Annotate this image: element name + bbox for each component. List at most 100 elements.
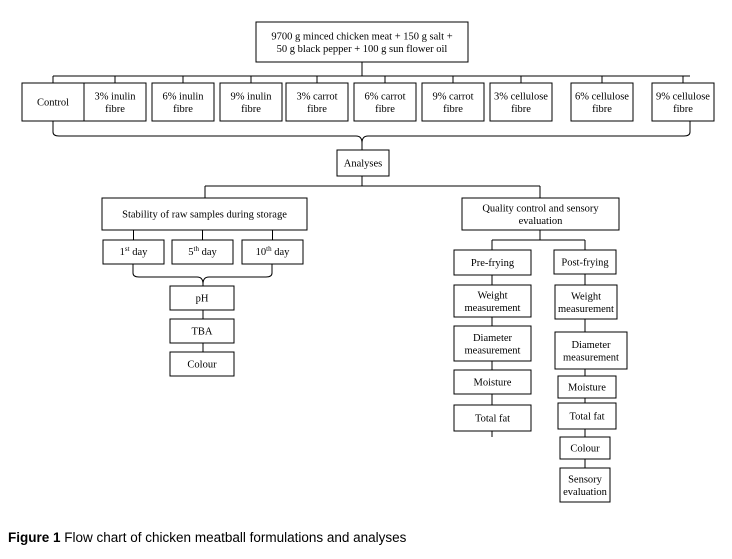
storage-day-box-frame bbox=[241, 239, 304, 265]
post-frying-step-box-text: Total fat bbox=[569, 412, 604, 423]
stability-test-box-frame bbox=[169, 351, 235, 377]
post-frying-step-box-frame bbox=[559, 436, 611, 460]
bracket-connector bbox=[52, 121, 691, 144]
pre-frying-step-box-text: Diameter bbox=[473, 333, 513, 344]
formulation-box-text: 6% inulin bbox=[162, 91, 204, 102]
day-number: 10 bbox=[256, 247, 267, 258]
quality-title-box-text: Quality control and sensory bbox=[482, 203, 599, 214]
post-frying-box: Post-frying bbox=[553, 249, 617, 275]
day-word: day bbox=[130, 247, 149, 258]
post-frying-step-box-text: Diameter bbox=[571, 340, 611, 351]
formulation-box: 9% cellulose fibre bbox=[651, 82, 715, 122]
post-frying-step-box-text: Colour bbox=[570, 444, 600, 455]
post-frying-step-box-frame bbox=[557, 375, 617, 399]
storage-day-label: 10th day bbox=[256, 245, 290, 258]
storage-day-box-frame bbox=[102, 239, 165, 265]
post-frying-step-box-text: Sensory bbox=[568, 474, 603, 485]
formulation-box: 3% carrot fibre bbox=[285, 82, 349, 122]
formulation-box: 3% inulin fibre bbox=[83, 82, 147, 122]
formulation-box-text: fibre bbox=[307, 104, 327, 115]
pre-frying-step-box: Total fat bbox=[453, 404, 532, 432]
storage-day-box-frame bbox=[171, 239, 234, 265]
post-frying-step-box-text: evaluation bbox=[563, 487, 607, 498]
formulation-box: Control bbox=[21, 82, 85, 122]
root-box-frame bbox=[255, 21, 469, 63]
pre-frying-step-box-text: Total fat bbox=[475, 414, 510, 425]
pre-frying-step-box-text: measurement bbox=[465, 345, 521, 356]
formulation-box: 6% inulin fibre bbox=[151, 82, 215, 122]
stability-title-box-frame bbox=[101, 197, 308, 231]
formulation-box-text: fibre bbox=[375, 104, 395, 115]
formulation-box: 9% carrot fibre bbox=[421, 82, 485, 122]
formulation-box-text: 3% inulin bbox=[94, 91, 136, 102]
pre-frying-step-box: Moisture bbox=[453, 369, 532, 395]
day-number: 1 bbox=[120, 247, 125, 258]
quality-title-box-frame bbox=[461, 197, 620, 231]
formulation-box-frame bbox=[570, 82, 634, 122]
formulation-box-text: fibre bbox=[443, 104, 463, 115]
formulation-box-text: fibre bbox=[173, 104, 193, 115]
formulation-box-frame bbox=[651, 82, 715, 122]
stability-test-box: pH bbox=[169, 285, 235, 311]
formulation-box-frame bbox=[83, 82, 147, 122]
post-frying-step-box: Colour bbox=[559, 436, 611, 460]
post-frying-step-box-frame bbox=[559, 467, 611, 503]
post-frying-step-box: Moisture bbox=[557, 375, 617, 399]
post-frying-step-box-text: Moisture bbox=[568, 383, 606, 394]
stability-title-box-text: Stability of raw samples during storage bbox=[122, 210, 287, 221]
post-frying-step-box: Sensory evaluation bbox=[559, 467, 611, 503]
formulation-box-frame bbox=[421, 82, 485, 122]
stability-test-box-frame bbox=[169, 318, 235, 344]
pre-frying-box-frame bbox=[453, 249, 532, 276]
stability-test-box-text: Colour bbox=[187, 360, 217, 371]
pre-frying-step-box-text: measurement bbox=[465, 303, 521, 314]
formulation-box-text: 3% cellulose bbox=[494, 91, 548, 102]
formulation-box-text: fibre bbox=[241, 104, 261, 115]
pre-frying-step-box-frame bbox=[453, 404, 532, 432]
post-frying-step-box-frame bbox=[554, 284, 618, 320]
stability-test-box: TBA bbox=[169, 318, 235, 344]
pre-frying-step-box-frame bbox=[453, 369, 532, 395]
stability-test-box: Colour bbox=[169, 351, 235, 377]
stability-test-box-frame bbox=[169, 285, 235, 311]
stability-test-box-text: pH bbox=[196, 294, 209, 305]
storage-day-label: 1st day bbox=[120, 245, 148, 258]
formulation-box-text: fibre bbox=[592, 104, 612, 115]
formulation-box-text: 9% carrot bbox=[432, 91, 473, 102]
formulation-box-frame bbox=[21, 82, 85, 122]
formulation-box: 3% cellulose fibre bbox=[489, 82, 553, 122]
post-frying-step-box-frame bbox=[557, 402, 617, 430]
post-frying-step-box-text: measurement bbox=[558, 304, 614, 315]
stability-test-box-text: TBA bbox=[192, 327, 213, 338]
pre-frying-step-box-text: Weight bbox=[477, 290, 507, 301]
post-frying-box-frame bbox=[553, 249, 617, 275]
post-frying-step-box-text: measurement bbox=[563, 352, 619, 363]
formulation-box-frame bbox=[151, 82, 215, 122]
formulation-box-text: 9% inulin bbox=[230, 91, 272, 102]
analyses-box-frame bbox=[336, 149, 390, 177]
day-word: day bbox=[199, 247, 218, 258]
formulation-box-frame bbox=[219, 82, 283, 122]
day-ordinal: st bbox=[125, 245, 130, 253]
day-ordinal: th bbox=[266, 245, 272, 253]
formulation-box-text: fibre bbox=[105, 104, 125, 115]
pre-frying-step-box: Weight measurement bbox=[453, 284, 532, 318]
day-number: 5 bbox=[188, 247, 193, 258]
formulation-box-frame bbox=[353, 82, 417, 122]
formulation-box-text: fibre bbox=[673, 104, 693, 115]
formulation-box-frame bbox=[489, 82, 553, 122]
pre-frying-box: Pre-frying bbox=[453, 249, 532, 276]
formulation-box-text: 3% carrot bbox=[296, 91, 337, 102]
post-frying-step-box: Total fat bbox=[557, 402, 617, 430]
bracket-connector bbox=[132, 264, 273, 285]
formulation-box-text: fibre bbox=[511, 104, 531, 115]
storage-day-box: 5th day bbox=[171, 239, 234, 265]
formulation-box-text: 9% cellulose bbox=[656, 91, 710, 102]
storage-day-box: 10th day bbox=[241, 239, 304, 265]
